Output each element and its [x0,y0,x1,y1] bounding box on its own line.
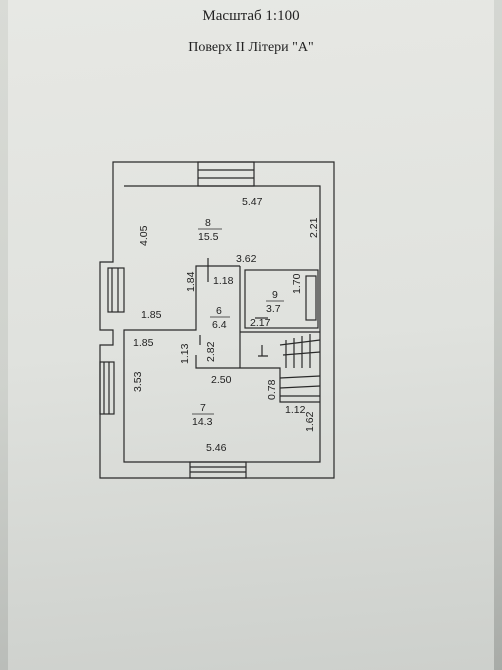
room-6-area: 6.4 [212,319,227,331]
window-left-upper [107,267,125,313]
stair-lower [279,375,321,397]
dim-room9-width: 2.17 [250,317,271,329]
window-right-small [305,275,317,321]
dim-room6-width-top: 1.18 [213,275,234,287]
dim-left-upper: 4.05 [138,225,150,246]
dim-room9-height: 1.70 [291,273,303,294]
room-6-number: 6 [216,305,222,317]
dim-top-width: 5.47 [242,196,263,208]
room-7-number: 7 [200,402,206,414]
dim-room6-height-upper: 1.84 [185,271,197,292]
dim-right-lower: 1.62 [304,411,316,432]
room-9-area: 3.7 [266,303,281,315]
dim-inner-width-lower: 2.50 [211,374,232,386]
dim-stair-height: 0.78 [266,379,278,400]
dim-left-ledge-upper: 1.85 [141,309,162,321]
room-9-number: 9 [272,289,278,301]
inner-wall [123,185,321,463]
window-left-lower [99,361,115,415]
floor-title: Поверх II Літери "А" [188,40,314,55]
paper-sheet [8,0,494,670]
dim-right-upper: 2.21 [308,217,320,238]
dim-stair-width: 1.12 [285,404,306,416]
dim-room6-height-lower: 2.82 [205,341,217,362]
room-7-area: 14.3 [192,416,213,428]
stair-arrow [258,345,268,357]
outer-wall [99,161,335,479]
room-9-outline [244,269,319,329]
dim-inner-width-upper: 3.62 [236,253,257,265]
dim-wall-short: 1.13 [179,343,191,364]
window-bottom [189,461,247,479]
room-8-area: 15.5 [198,231,219,243]
room-8-number: 8 [205,217,211,229]
room-6-walls [195,266,320,403]
dim-bottom-width: 5.46 [206,442,227,454]
dim-left-ledge-lower: 1.85 [133,337,154,349]
stair-flight [279,334,321,368]
scale-label: Масштаб 1:100 [202,8,300,24]
dim-left-lower: 3.53 [132,371,144,392]
window-top [197,161,255,187]
